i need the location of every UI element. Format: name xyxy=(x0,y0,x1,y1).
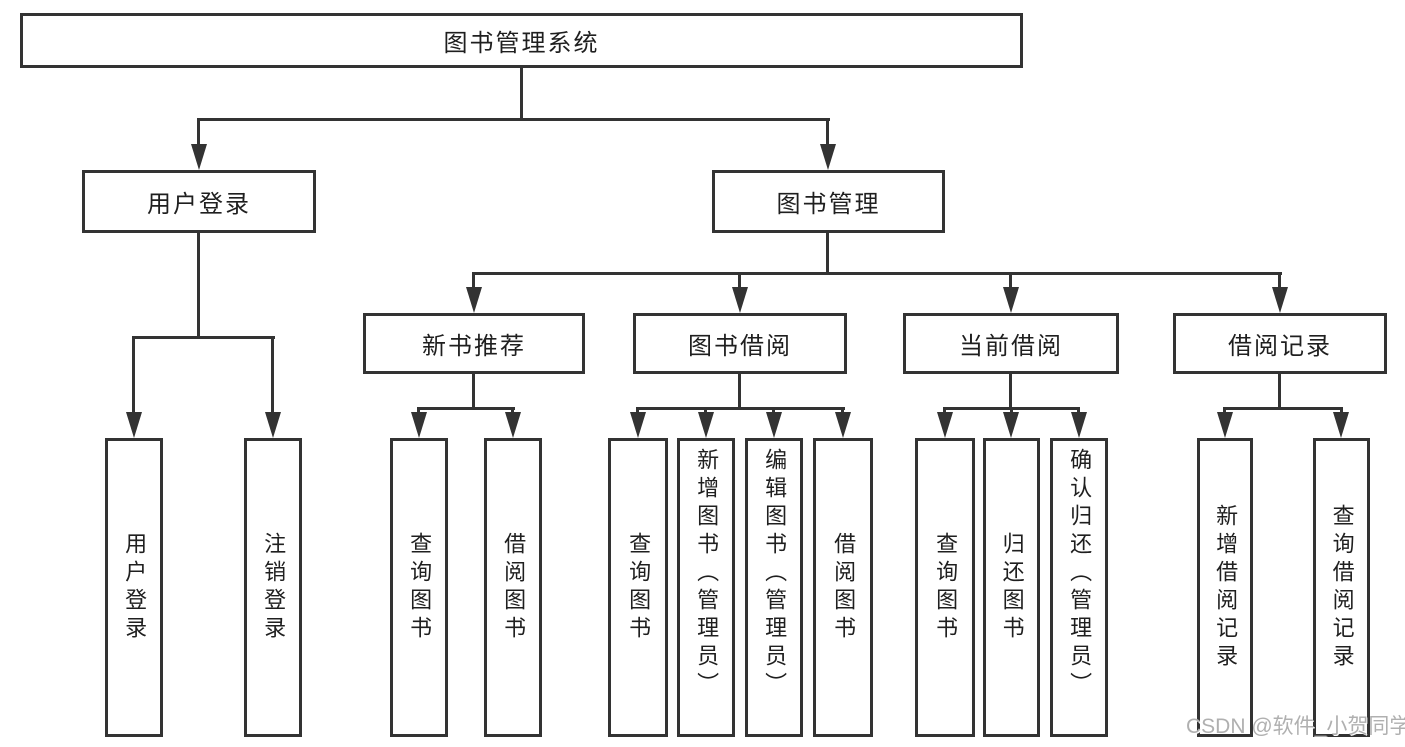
connector-line xyxy=(472,272,1282,275)
leaf-borrow-books: 借阅图书 xyxy=(484,438,542,737)
connector-line xyxy=(417,407,515,410)
csdn-watermark: CSDN @软件_小贺同学 xyxy=(1186,715,1405,738)
connector-line xyxy=(943,407,946,412)
node-label: 编辑图书（管理员） xyxy=(762,448,788,700)
arrow-down-icon xyxy=(411,412,427,438)
node-book-borrowing: 图书借阅 xyxy=(633,313,847,374)
connector-line xyxy=(197,233,200,336)
connector-line xyxy=(1009,374,1012,407)
connector-line xyxy=(1010,407,1013,412)
node-label: 归还图书 xyxy=(999,531,1025,644)
node-label: 查询借阅记录 xyxy=(1329,503,1355,672)
node-label: 新增图书（管理员） xyxy=(694,448,720,700)
arrow-down-icon xyxy=(732,287,748,313)
leaf-logout: 注销登录 xyxy=(244,438,302,737)
node-book-management: 图书管理 xyxy=(712,170,945,233)
arrow-down-icon xyxy=(937,412,953,438)
leaf-query-books: 查询图书 xyxy=(390,438,448,737)
node-label: 图书管理 xyxy=(776,191,881,218)
connector-line xyxy=(417,407,420,412)
leaf-add-books-admin: 新增图书（管理员） xyxy=(677,438,735,737)
arrow-down-icon xyxy=(1272,287,1288,313)
arrow-down-icon xyxy=(835,412,851,438)
arrow-down-icon xyxy=(1071,412,1087,438)
leaf-query-books: 查询图书 xyxy=(608,438,668,737)
leaf-confirm-return-admin: 确认归还（管理员） xyxy=(1050,438,1108,737)
node-label: 借阅记录 xyxy=(1228,333,1332,360)
connector-line xyxy=(132,336,135,412)
connector-line xyxy=(826,233,829,272)
node-label: 查询图书 xyxy=(933,531,959,644)
connector-line xyxy=(704,407,707,412)
node-label: 图书借阅 xyxy=(688,333,792,360)
arrow-down-icon xyxy=(630,412,646,438)
node-label: 新增借阅记录 xyxy=(1213,503,1239,672)
connector-line xyxy=(1340,407,1343,412)
node-label: 当前借阅 xyxy=(959,333,1063,360)
connector-line xyxy=(132,336,275,339)
node-label: 借阅图书 xyxy=(501,531,527,644)
connector-line xyxy=(511,407,514,412)
node-label: 注销登录 xyxy=(261,531,287,644)
node-current-borrowing: 当前借阅 xyxy=(903,313,1119,374)
connector-line xyxy=(1278,272,1281,287)
leaf-borrow-books: 借阅图书 xyxy=(813,438,873,737)
arrow-down-icon xyxy=(820,144,836,170)
connector-line xyxy=(772,407,775,412)
connector-line xyxy=(472,272,475,287)
arrow-down-icon xyxy=(265,412,281,438)
arrow-down-icon xyxy=(1217,412,1233,438)
arrow-down-icon xyxy=(698,412,714,438)
connector-line xyxy=(271,336,274,412)
connector-line xyxy=(1077,407,1080,412)
node-label: 确认归还（管理员） xyxy=(1067,448,1093,700)
arrow-down-icon xyxy=(191,144,207,170)
arrow-down-icon xyxy=(126,412,142,438)
node-label: 新书推荐 xyxy=(422,333,526,360)
node-user-login: 用户登录 xyxy=(82,170,316,233)
connector-line xyxy=(636,407,639,412)
connector-line xyxy=(636,407,845,410)
node-borrowing-records: 借阅记录 xyxy=(1173,313,1387,374)
connector-line xyxy=(197,118,200,144)
leaf-edit-books-admin: 编辑图书（管理员） xyxy=(745,438,803,737)
connector-line xyxy=(826,118,829,144)
arrow-down-icon xyxy=(505,412,521,438)
node-label: 图书管理系统 xyxy=(443,30,600,57)
leaf-user-login: 用户登录 xyxy=(105,438,163,737)
connector-line xyxy=(520,68,523,118)
leaf-query-borrow-record: 查询借阅记录 xyxy=(1313,438,1370,737)
connector-line xyxy=(1278,374,1281,407)
connector-line xyxy=(472,374,475,407)
arrow-down-icon xyxy=(466,287,482,313)
connector-line xyxy=(1009,272,1012,287)
arrow-down-icon xyxy=(1333,412,1349,438)
leaf-return-books: 归还图书 xyxy=(983,438,1040,737)
connector-line xyxy=(1223,407,1226,412)
connector-line xyxy=(198,118,830,121)
node-new-book-recommend: 新书推荐 xyxy=(363,313,585,374)
connector-line xyxy=(1223,407,1343,410)
node-label: 查询图书 xyxy=(626,531,652,644)
connector-line xyxy=(738,374,741,407)
arrow-down-icon xyxy=(766,412,782,438)
node-library-system: 图书管理系统 xyxy=(20,13,1023,68)
node-label: 查询图书 xyxy=(407,531,433,644)
arrow-down-icon xyxy=(1003,287,1019,313)
node-label: 借阅图书 xyxy=(831,531,857,644)
connector-line xyxy=(841,407,844,412)
leaf-add-borrow-record: 新增借阅记录 xyxy=(1197,438,1253,737)
node-label: 用户登录 xyxy=(122,531,148,644)
arrow-down-icon xyxy=(1003,412,1019,438)
leaf-query-books: 查询图书 xyxy=(915,438,975,737)
node-label: 用户登录 xyxy=(147,191,251,218)
connector-line xyxy=(738,272,741,287)
